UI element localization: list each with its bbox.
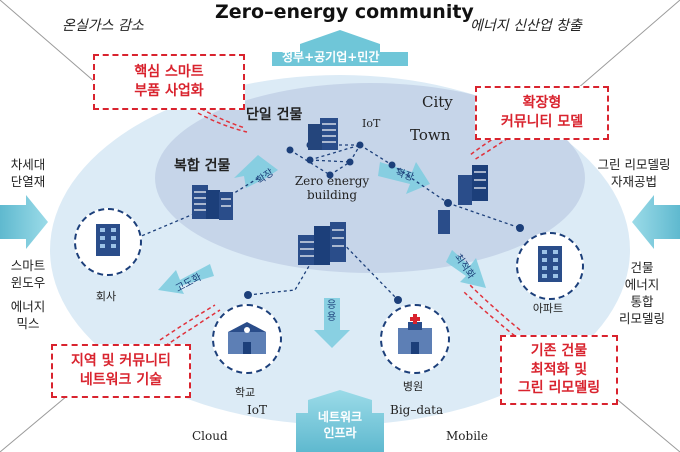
box-smart-parts-line2: 부품 사업화 bbox=[134, 83, 204, 99]
ring-town-label: Town bbox=[410, 126, 451, 144]
box-smart-parts-line1: 핵심 스마트 bbox=[134, 64, 204, 81]
box-community-model-line1: 확장형 bbox=[522, 95, 562, 112]
left-bottom-label: 에너지 믹스 bbox=[2, 299, 54, 333]
center-label: Zero energy building bbox=[286, 174, 378, 203]
right-arrow bbox=[632, 195, 680, 249]
left-mid-label: 스마트 윈도우 bbox=[2, 258, 54, 292]
box-community-model: 확장형 커뮤니티 모델 bbox=[475, 86, 609, 140]
apartment-node bbox=[516, 232, 584, 300]
right-bottom-line1: 건물 bbox=[630, 260, 654, 275]
left-mid-line2: 윈도우 bbox=[10, 274, 46, 290]
tech-iot-label: IoT bbox=[247, 403, 267, 417]
left-arrow bbox=[0, 195, 48, 249]
corner-line bbox=[0, 0, 111, 96]
hospital-node bbox=[380, 304, 450, 374]
school-node bbox=[212, 304, 282, 374]
advance-arrow-shape bbox=[158, 264, 214, 294]
school-label: 학교 bbox=[234, 386, 256, 399]
complex-building-label: 복합 건물 bbox=[174, 158, 231, 174]
left-mid-line1: 스마트 bbox=[10, 258, 46, 273]
corner-line bbox=[569, 0, 680, 96]
tech-mobile-label: Mobile bbox=[446, 429, 488, 443]
bottom-arrow-line1: 네트워크 bbox=[317, 410, 363, 424]
iot-center-label: IoT bbox=[362, 117, 381, 130]
apply-label-text: 응용 bbox=[327, 300, 337, 323]
expand-arrow-left-shape bbox=[234, 155, 278, 188]
tech-cloud-label: Cloud bbox=[192, 429, 228, 443]
box-network-tech: 지역 및 커뮤니티 네트워크 기술 bbox=[51, 344, 191, 398]
right-bottom-label: 건물 에너지 통합 리모델링 bbox=[614, 260, 670, 328]
school-icon bbox=[228, 322, 266, 354]
box-green-remodel-line1: 기존 건물 bbox=[530, 342, 588, 359]
top-arrow-shape bbox=[272, 30, 408, 66]
company-label: 회사 bbox=[95, 290, 117, 303]
company-node bbox=[74, 208, 142, 276]
optimize-arrow-shape bbox=[446, 250, 486, 288]
bottom-arrow-label: 네트워크 인프라 bbox=[306, 410, 374, 441]
corner-left-label: 온실가스 감소 bbox=[62, 18, 144, 34]
tech-bigdata-label: Big–data bbox=[390, 403, 444, 417]
single-building-label: 단일 건물 bbox=[246, 107, 303, 123]
right-top-line2: 자재공법 bbox=[610, 173, 657, 189]
box-smart-parts: 핵심 스마트 부품 사업화 bbox=[93, 54, 245, 110]
left-top-line2: 단열재 bbox=[10, 173, 46, 189]
ring-city-label: City bbox=[422, 93, 453, 111]
left-top-line1: 차세대 bbox=[10, 157, 46, 172]
hospital-icon bbox=[398, 314, 432, 354]
box-community-model-line2: 커뮤니티 모델 bbox=[500, 114, 584, 130]
right-top-line1: 그린 리모델링 bbox=[597, 157, 671, 172]
right-bottom-line4: 리모델링 bbox=[618, 310, 665, 326]
apartment-icon bbox=[538, 246, 562, 282]
bottom-arrow-line2: 인프라 bbox=[323, 425, 357, 440]
page-title: Zero–energy community bbox=[215, 1, 474, 23]
expand-arrow-right-shape bbox=[378, 162, 430, 194]
left-top-label: 차세대 단열재 bbox=[2, 157, 54, 191]
hospital-label: 병원 bbox=[402, 380, 424, 393]
right-bottom-line2: 에너지 bbox=[624, 276, 660, 292]
top-arrow-label: 정부+공기업+민간 bbox=[282, 50, 380, 64]
right-bottom-line3: 통합 bbox=[630, 293, 654, 309]
apply-arrow-shape bbox=[314, 298, 350, 348]
box-green-remodel: 기존 건물 최적화 및 그린 리모델링 bbox=[500, 335, 618, 405]
building-town bbox=[438, 165, 488, 234]
box-network-tech-line1: 지역 및 커뮤니티 bbox=[71, 353, 171, 370]
company-icon bbox=[96, 224, 120, 256]
center-label-line2: building bbox=[306, 187, 357, 202]
right-top-label: 그린 리모델링 자재공법 bbox=[588, 157, 680, 191]
corner-right-label: 에너지 신산업 창출 bbox=[470, 18, 582, 34]
box-network-tech-line2: 네트워크 기술 bbox=[79, 372, 163, 388]
bottom-arrow-shape bbox=[296, 390, 384, 452]
left-bottom-line2: 믹스 bbox=[16, 315, 40, 331]
box-green-remodel-line2: 최적화 및 bbox=[530, 361, 588, 378]
center-label-line1: Zero energy bbox=[294, 174, 370, 188]
apply-label: 응용 bbox=[327, 300, 339, 324]
apartment-label: 아파트 bbox=[532, 302, 564, 315]
box-green-remodel-line3: 그린 리모델링 bbox=[517, 380, 601, 397]
left-bottom-line1: 에너지 bbox=[10, 299, 46, 314]
